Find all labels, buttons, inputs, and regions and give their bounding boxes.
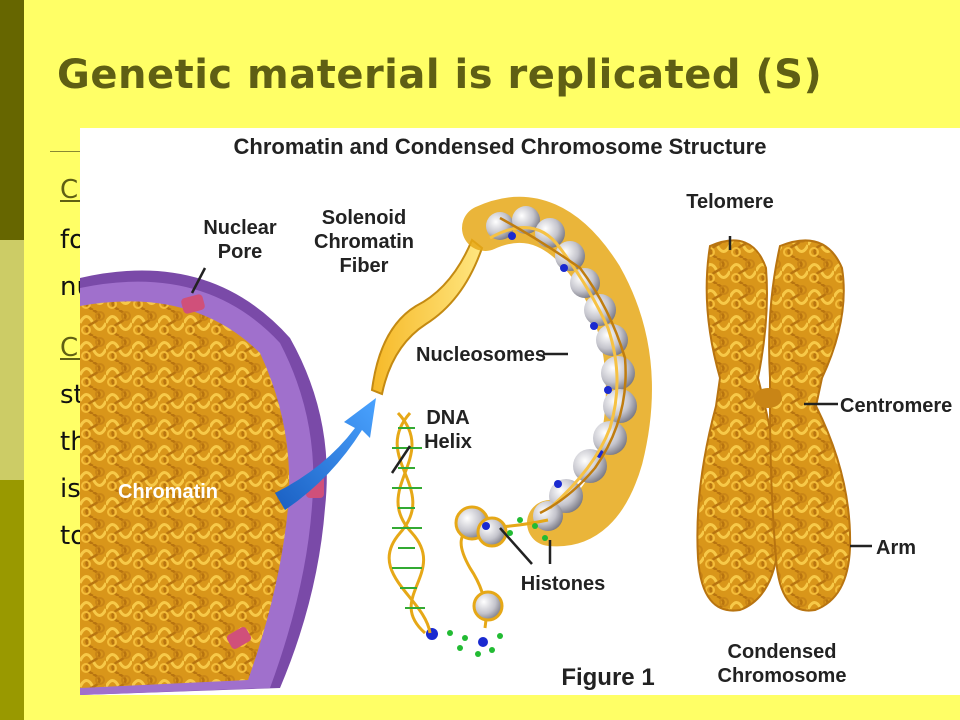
label-solenoid-fiber: Solenoid bbox=[322, 207, 406, 229]
label-chromatin: Chromatin bbox=[118, 481, 218, 503]
body-text-fragment: st bbox=[60, 380, 84, 410]
transition-arrow bbox=[275, 398, 376, 510]
figure-caption: Figure 1 bbox=[561, 664, 654, 691]
chromatin-diagram: Chromatin and Condensed Chromosome Struc… bbox=[80, 134, 952, 695]
nucleosome-coil bbox=[462, 196, 652, 547]
label-nucleosomes: Nucleosomes bbox=[416, 344, 546, 366]
label-solenoid-fiber: Fiber bbox=[340, 255, 389, 277]
label-nuclear-pore: Nuclear bbox=[203, 217, 277, 239]
sidebar-block-olive bbox=[0, 480, 24, 720]
nucleus-illustration bbox=[80, 270, 327, 695]
dna-helix bbox=[387, 411, 432, 635]
label-telomere: Telomere bbox=[686, 191, 773, 213]
histone-beads bbox=[426, 505, 549, 657]
figure-title: Chromatin and Condensed Chromosome Struc… bbox=[234, 134, 767, 159]
slide-sidebar bbox=[0, 0, 24, 720]
condensed-chromosome bbox=[696, 239, 852, 612]
label-condensed-chromosome: Chromosome bbox=[718, 665, 847, 687]
sidebar-block-light bbox=[0, 240, 24, 480]
sidebar-block-dark bbox=[0, 0, 24, 240]
label-nuclear-pore: Pore bbox=[218, 241, 262, 263]
label-solenoid-fiber: Chromatin bbox=[314, 231, 414, 253]
label-dna-helix: Helix bbox=[424, 431, 472, 453]
label-centromere: Centromere bbox=[840, 395, 952, 417]
chromatin-figure: Chromatin and Condensed Chromosome Struc… bbox=[80, 128, 960, 695]
body-text-fragment: is bbox=[60, 474, 81, 504]
solenoid-fiber-tube bbox=[370, 238, 484, 396]
leader-lines bbox=[190, 236, 872, 565]
label-dna-helix: DNA bbox=[426, 407, 469, 429]
slide-title: Genetic material is replicated (S) bbox=[57, 52, 823, 98]
label-arm: Arm bbox=[876, 537, 916, 559]
label-condensed-chromosome: Condensed bbox=[728, 641, 837, 663]
title-rule bbox=[50, 151, 90, 152]
label-histones: Histones bbox=[521, 573, 605, 595]
